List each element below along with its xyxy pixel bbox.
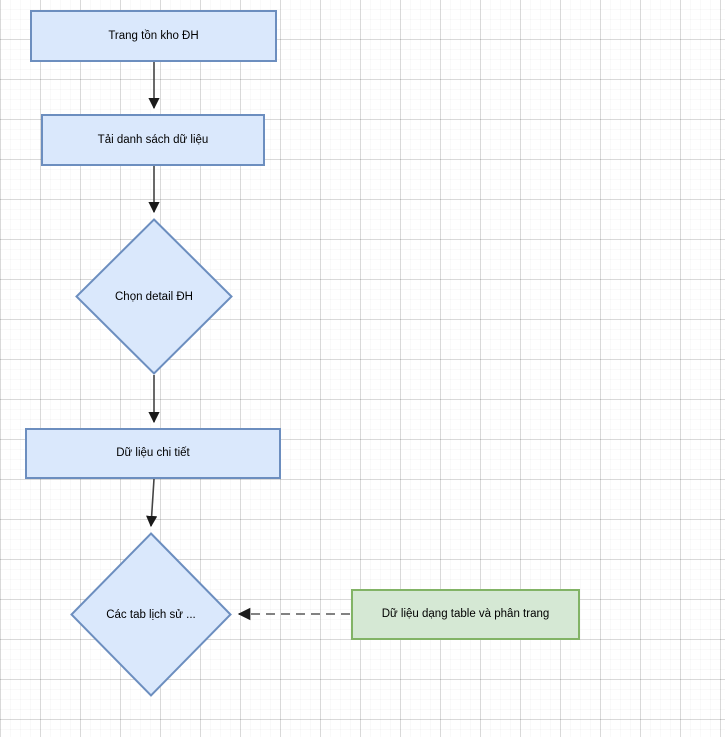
node-label: Các tab lịch sử ... [106,608,196,621]
node-tai-danh-sach-du-lieu[interactable]: Tải danh sách dữ liệu [41,114,265,166]
node-du-lieu-dang-table-va-phan-trang[interactable]: Dữ liệu dạng table và phân trang [351,589,580,640]
diamond-shape [70,532,232,697]
node-label: Dữ liệu chi tiết [116,447,190,460]
node-label: Tải danh sách dữ liệu [97,133,209,146]
node-cac-tab-lich-su[interactable]: Các tab lịch sử ... [70,532,232,697]
diamond-shape [75,218,233,375]
node-du-lieu-chi-tiet[interactable]: Dữ liệu chi tiết [25,428,281,479]
node-chon-detail-dh[interactable]: Chọn detail ĐH [75,218,233,375]
node-trang-ton-kho-dh[interactable]: Trang tồn kho ĐH [30,10,277,62]
node-label: Trang tồn kho ĐH [108,29,199,42]
node-label: Dữ liệu dạng table và phân trang [381,608,550,621]
edge-n4-n5 [146,478,158,528]
node-label: Chọn detail ĐH [115,290,193,303]
